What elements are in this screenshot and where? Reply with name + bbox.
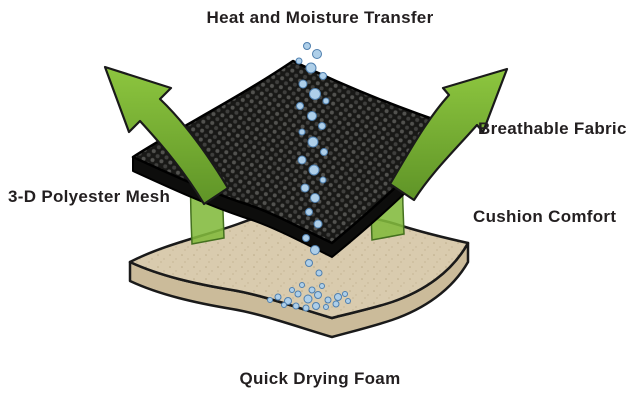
label-heat-moisture-transfer: Heat and Moisture Transfer [206, 8, 434, 27]
airflow-arrow-left [103, 65, 230, 206]
airflow-arrow-right [388, 67, 509, 202]
label-quick-drying-foam: Quick Drying Foam [239, 369, 401, 388]
droplet-column [295, 42, 330, 277]
droplet-splash [267, 282, 351, 312]
moisture-droplets [267, 42, 351, 312]
label-polyester-mesh: 3-D Polyester Mesh [8, 187, 171, 206]
label-cushion-comfort: Cushion Comfort [473, 207, 617, 226]
airflow-arrows [103, 65, 509, 206]
label-breathable-fabric: Breathable Fabric [478, 119, 627, 138]
